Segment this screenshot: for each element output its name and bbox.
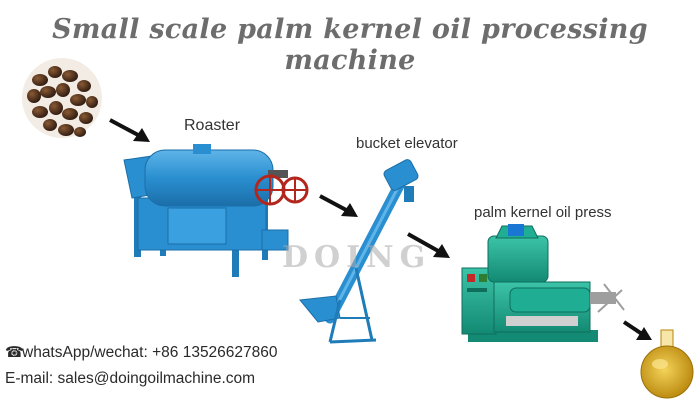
phone-icon: ☎ — [5, 344, 24, 361]
palm-kernel-image — [22, 58, 102, 138]
arrow-to-elevator — [319, 194, 358, 217]
contact-email: E-mail: sales@doingoilmachine.com — [5, 370, 256, 387]
bucket-elevator-machine — [299, 159, 419, 344]
phone-text: whatsApp/wechat: +86 13526627860 — [22, 344, 278, 361]
oil-press-label: palm kernel oil press — [474, 204, 612, 221]
watermark-logo: DOING — [282, 240, 432, 275]
roaster-machine — [123, 144, 309, 277]
oil-flask-image — [640, 329, 694, 399]
arrow-to-oil — [622, 320, 652, 340]
arrow-to-press — [407, 232, 450, 258]
roaster-label: Roaster — [184, 117, 241, 134]
page-title: Small scale palm kernel oil processing m… — [52, 14, 648, 76]
arrow-to-roaster — [109, 118, 150, 142]
contact-phone: ☎whatsApp/wechat: +86 13526627860 — [5, 343, 278, 362]
elevator-label: bucket elevator — [356, 135, 458, 152]
oil-press-machine — [461, 224, 625, 342]
